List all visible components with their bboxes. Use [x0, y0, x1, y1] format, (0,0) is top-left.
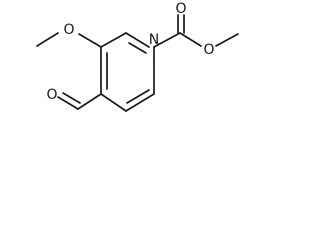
bond-ester-c-o-single — [179, 32, 202, 47]
methoxy-oxygen-label: O — [63, 22, 74, 38]
bond-ester-o-ch3 — [215, 33, 239, 47]
ring-nitrogen-label: N — [149, 32, 159, 48]
bond-c5-c6-inner — [126, 89, 150, 104]
bond-c2-c3 — [100, 32, 127, 48]
bond-cho-o — [57, 96, 79, 110]
pyridine-ring — [100, 32, 155, 112]
chemical-structure: N O O O O — [36, 1, 239, 112]
bond-n-c2-inner — [128, 42, 147, 54]
bond-n-c2 — [125, 32, 150, 48]
bond-c5-c6 — [125, 93, 155, 112]
aldehyde-oxygen-label: O — [46, 87, 57, 103]
bond-cho-o-double — [62, 92, 81, 104]
ester-carbonyl-oxygen-label: O — [175, 1, 186, 17]
bond-c3-cho — [77, 93, 102, 110]
bond-c4-c5 — [100, 93, 127, 112]
bond-c6-ester-c — [153, 32, 181, 48]
bond-c2-o-methoxy — [78, 33, 102, 48]
ester-ether-oxygen-label: O — [203, 42, 214, 58]
bond-o-ch3-methoxy — [36, 32, 59, 47]
substituent-bonds — [36, 14, 239, 110]
